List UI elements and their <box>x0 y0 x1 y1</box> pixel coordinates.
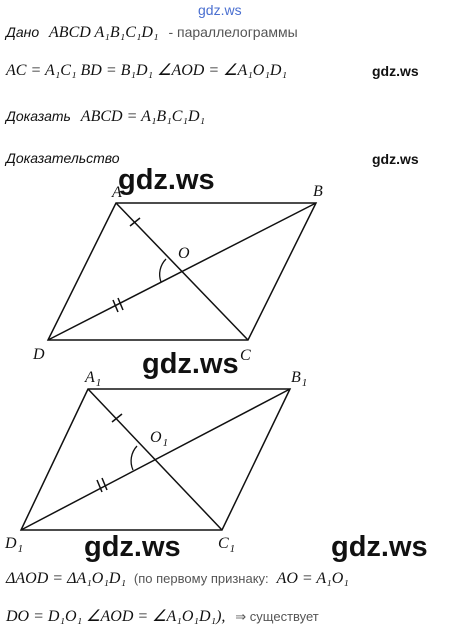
proof-conclusion: ⇒ существует <box>235 609 319 624</box>
diagram1: A B C D O <box>32 183 323 364</box>
watermark-given: gdz.ws <box>372 63 419 79</box>
point-c-label: C <box>240 347 251 364</box>
prove-statement: ABCD = A₁B₁C₁D₁ <box>80 108 206 125</box>
given-equalities: AC = A₁C₁ BD = B₁D₁ ∠AOD = ∠A₁O₁D₁ <box>6 62 288 79</box>
point-b-label: B <box>313 183 323 200</box>
point-b1-label: B1 <box>291 369 307 389</box>
point-a-label: A <box>111 184 122 201</box>
proof-ao-equality: AO = A₁O₁ <box>276 570 349 587</box>
watermark-bottom-right: gdz.ws <box>331 531 428 563</box>
given-figures: ABCD A₁B₁C₁D₁ <box>49 24 159 41</box>
watermark-diagram1-top: gdz.ws <box>118 164 215 196</box>
watermark-bottom-left: gdz.ws <box>84 531 181 563</box>
proof-do-angle: DO = D₁O₁ ∠AOD = ∠A₁O₁D₁), <box>6 608 226 625</box>
point-c1-label: C1 <box>218 535 235 555</box>
angle-a1o1d1-arc <box>130 445 138 471</box>
tick-do-2 <box>117 297 124 311</box>
tick-ao <box>129 217 141 227</box>
proof-triangle-equality: ΔAOD = ΔA₁O₁D₁ <box>6 570 127 587</box>
proof-note: (по первому признаку: <box>133 571 269 586</box>
proof-line-2: DO = D₁O₁ ∠AOD = ∠A₁O₁D₁), ⇒ существует <box>6 606 319 626</box>
diagonal-b1d1 <box>20 388 291 531</box>
watermark-top: gdz.ws <box>198 2 242 18</box>
tick-a1o1 <box>111 413 123 423</box>
angle-aod-arc <box>159 258 167 283</box>
tick-do-1 <box>112 299 119 313</box>
given-label: Дано <box>6 24 40 40</box>
watermark-diagram1-bottom: gdz.ws <box>142 348 239 380</box>
proof-line-1: ΔAOD = ΔA₁O₁D₁ (по первому признаку: AO … <box>6 570 349 588</box>
point-a1-label: A1 <box>84 369 101 389</box>
tick-d1o1-2 <box>101 477 108 491</box>
watermark-proof: gdz.ws <box>372 151 419 167</box>
point-d1-label: D1 <box>4 535 23 555</box>
tick-d1o1-1 <box>96 479 103 493</box>
given-equalities-line: AC = A₁C₁ BD = B₁D₁ ∠AOD = ∠A₁O₁D₁ <box>6 60 287 80</box>
point-d-label: D <box>32 346 45 363</box>
diagonal-bd <box>47 202 317 341</box>
diagram2: A1 B1 C1 D1 O1 <box>4 369 307 555</box>
point-o-label: O <box>178 245 190 262</box>
prove-label: Доказать <box>6 108 71 124</box>
prove-line: Доказать ABCD = A₁B₁C₁D₁ <box>6 108 205 126</box>
given-line: Дано ABCD A₁B₁C₁D₁ - параллелограммы <box>6 24 298 42</box>
proof-label-line: Доказательство <box>6 150 120 166</box>
given-suffix: - параллелограммы <box>168 24 298 40</box>
point-o1-label: O1 <box>150 429 168 449</box>
proof-label: Доказательство <box>6 150 120 166</box>
